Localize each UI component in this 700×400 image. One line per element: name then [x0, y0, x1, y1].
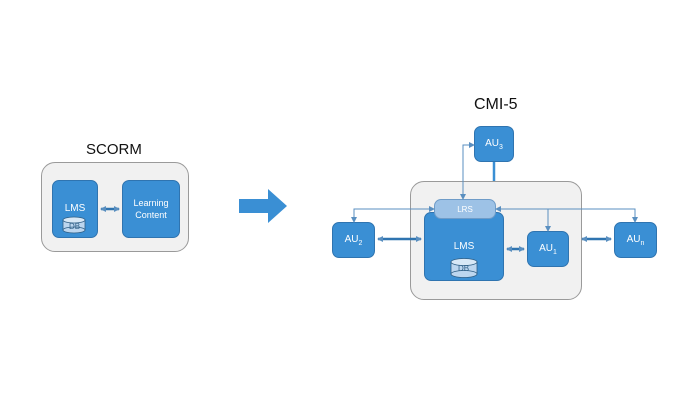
au1-label: AU1 [539, 242, 557, 256]
scorm-lms-label: LMS [64, 203, 86, 214]
au2-box: AU2 [332, 222, 375, 258]
aun-box: AUn [614, 222, 657, 258]
cmi5-title: CMI-5 [474, 96, 518, 113]
au3-box: AU3 [474, 126, 514, 162]
lms-label: LMS [453, 241, 475, 252]
au3-to-lrs-line [460, 142, 475, 200]
aun-label: AUn [626, 233, 645, 247]
au3-label: AU3 [485, 137, 503, 151]
learning-content-line1: Learning [133, 198, 169, 208]
lrs-to-aun-line [496, 208, 638, 223]
transition-arrow [239, 189, 287, 223]
scorm-learning-content-box: Learning Content [122, 180, 180, 238]
scorm-db-label: DB [69, 222, 80, 231]
scorm-title: SCORM [86, 141, 142, 158]
lrs-to-au2-line [351, 208, 434, 223]
cmi5-db-icon [450, 258, 478, 278]
cmi5-db-label: DB [458, 264, 469, 273]
learning-content-line2: Content [135, 210, 167, 220]
scorm-db-icon [62, 216, 86, 234]
au2-label: AU2 [344, 233, 363, 247]
lrs-label: LRS [457, 204, 473, 214]
